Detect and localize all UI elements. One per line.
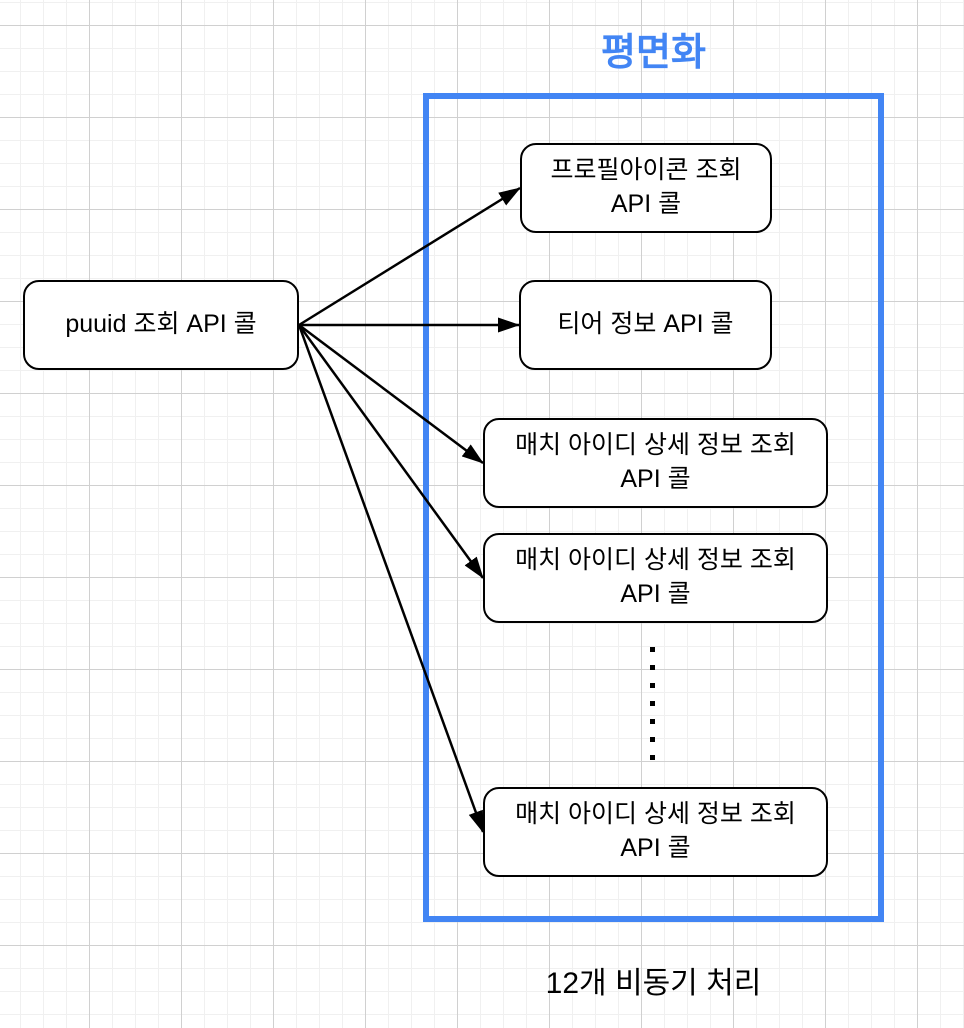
ellipsis-dot — [650, 647, 655, 652]
node-profile-icon-api-call: 프로필아이콘 조회 API 콜 — [520, 143, 772, 233]
ellipsis-dots — [650, 647, 655, 760]
node-puuid-api-call: puuid 조회 API 콜 — [23, 280, 299, 370]
ellipsis-dot — [650, 701, 655, 706]
ellipsis-dot — [650, 737, 655, 742]
node-match-detail-api-call-1: 매치 아이디 상세 정보 조회 API 콜 — [483, 418, 828, 508]
ellipsis-dot — [650, 755, 655, 760]
ellipsis-dot — [650, 665, 655, 670]
node-match-detail-api-call-2: 매치 아이디 상세 정보 조회 API 콜 — [483, 533, 828, 623]
ellipsis-dot — [650, 719, 655, 724]
group-title-flattening: 평면화 — [601, 32, 706, 74]
ellipsis-dot — [650, 683, 655, 688]
node-tier-info-api-call: 티어 정보 API 콜 — [519, 280, 772, 370]
caption-async-count: 12개 비동기 처리 — [545, 967, 762, 1000]
node-match-detail-api-call-12: 매치 아이디 상세 정보 조회 API 콜 — [483, 787, 828, 877]
